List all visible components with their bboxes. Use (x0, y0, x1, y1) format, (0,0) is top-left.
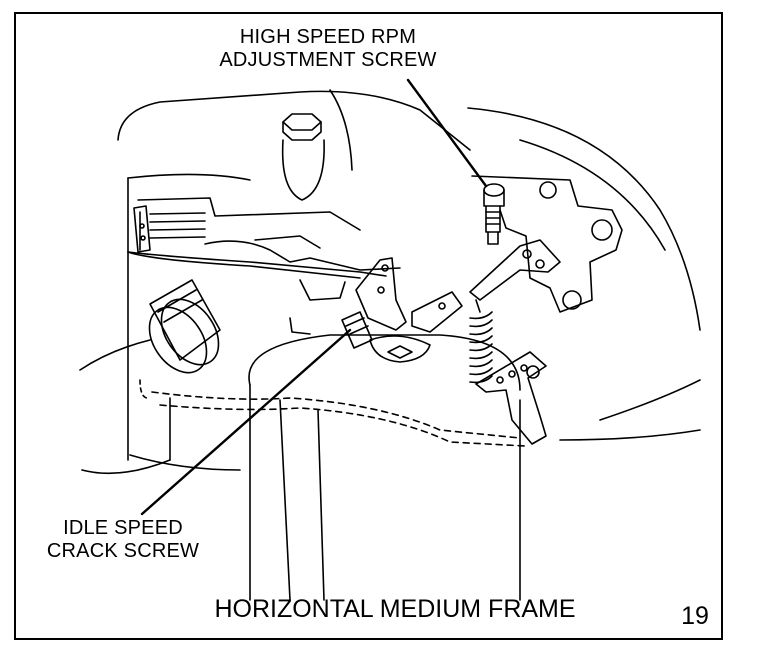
dashed-wire (151, 391, 526, 447)
high-speed-label-line1: HIGH SPEED RPM (239, 26, 417, 48)
leader-lines (140, 78, 488, 516)
intake-tube (79, 279, 221, 475)
linkage-arm (411, 239, 561, 333)
governor-spring (469, 299, 493, 384)
high-speed-label-line2: ADJUSTMENT SCREW (219, 49, 437, 71)
high-speed-screw (483, 183, 505, 245)
figure-caption: HORIZONTAL MEDIUM FRAME (214, 595, 576, 623)
figure-number: 19 (681, 602, 709, 630)
high-speed-leader-line (406, 78, 488, 188)
throttle-wire (127, 205, 387, 279)
idle-label-line1: IDLE SPEED (63, 517, 183, 539)
engine-housing (117, 89, 701, 471)
mounting-plate (137, 197, 401, 335)
throttle-lever (341, 257, 407, 349)
hex-bolt (281, 113, 325, 201)
idle-speed-leader-line (140, 328, 352, 516)
carburetor-body (248, 334, 521, 601)
idle-speed-crack-label: IDLE SPEED CRACK SCREW (18, 517, 228, 563)
high-speed-rpm-label: HIGH SPEED RPM ADJUSTMENT SCREW (178, 26, 478, 72)
governor-lever (475, 351, 547, 445)
governor-bracket (471, 175, 623, 313)
idle-label-line2: CRACK SCREW (46, 540, 200, 562)
